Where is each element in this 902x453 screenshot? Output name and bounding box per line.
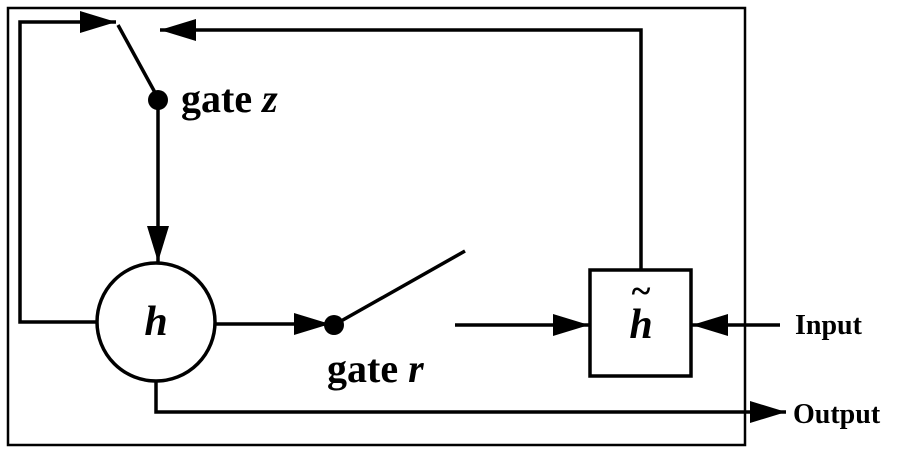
- input-label: Input: [795, 310, 863, 341]
- output-label: Output: [793, 399, 881, 430]
- candidate-node-box: [588, 268, 693, 378]
- gate-r-switch-blade: [333, 249, 466, 327]
- gate-z-word: gate: [181, 76, 252, 121]
- output-arrow: [154, 381, 786, 423]
- gate-z-symbol: z: [260, 76, 278, 121]
- outer-frame: [6, 6, 747, 447]
- gate-z-label: gate z: [181, 76, 278, 121]
- state-node-label: h: [144, 299, 167, 345]
- candidate-accent: ~: [632, 271, 651, 311]
- gate-r-word: gate: [327, 346, 398, 391]
- gate-z-switch-blade: [116, 24, 160, 99]
- gate-r-label: gate r: [327, 346, 424, 391]
- candidate-feedback-line: [160, 19, 643, 270]
- candidate-node-label: h: [629, 302, 652, 348]
- gate-r-symbol: r: [408, 346, 424, 391]
- feedback-loop-line: [18, 11, 116, 324]
